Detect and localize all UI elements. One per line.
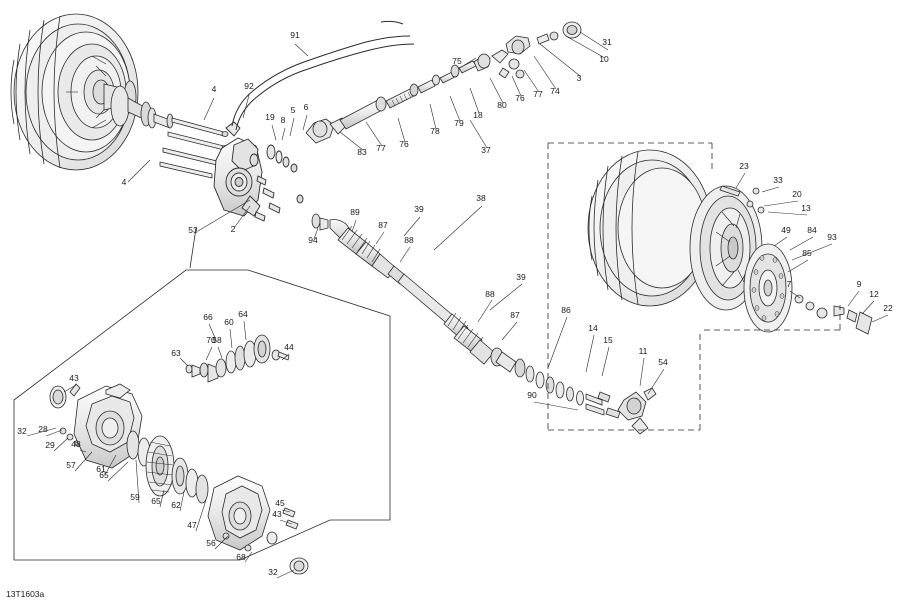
- callout-number: 65: [151, 496, 161, 506]
- callout-number: 45: [275, 498, 285, 508]
- callout-number: 90: [527, 390, 537, 400]
- detail-frames: [13, 142, 841, 561]
- callout-number: 13: [801, 203, 811, 213]
- callout-number: 14: [588, 323, 598, 333]
- callout-number: 32: [268, 567, 278, 577]
- callout-number: 43: [69, 373, 79, 383]
- callout-number: 20: [792, 189, 802, 199]
- callout-number: 3: [577, 73, 582, 83]
- callout-number: 31: [602, 37, 612, 47]
- callout-number: 76: [515, 93, 525, 103]
- propeller-shaft-assembly: [305, 21, 582, 144]
- callout-number: 33: [773, 175, 783, 185]
- callout-number: 79: [454, 118, 464, 128]
- callout-number: 56: [206, 538, 216, 548]
- callout-number: 29: [45, 440, 55, 450]
- callout-number: 93: [827, 232, 837, 242]
- callout-number: 92: [244, 81, 254, 91]
- callout-number: 77: [533, 89, 543, 99]
- drawing-code: 13T1603a: [6, 589, 45, 599]
- callout-number: 5: [291, 105, 296, 115]
- callout-number: 78: [430, 126, 440, 136]
- callout-number: 47: [187, 520, 197, 530]
- callout-number: 89: [350, 207, 360, 217]
- callout-number: 77: [376, 143, 386, 153]
- differential-detail-exploded: [49, 334, 309, 575]
- callout-number: 15: [603, 335, 613, 345]
- callout-number: 62: [171, 500, 181, 510]
- callout-number: 4: [212, 84, 217, 94]
- callout-number: 39: [414, 204, 424, 214]
- callout-number: 85: [802, 248, 812, 258]
- callout-number: 28: [38, 424, 48, 434]
- callout-number: 22: [883, 303, 893, 313]
- callout-number: 48: [71, 439, 81, 449]
- callout-number: 19: [265, 112, 275, 122]
- callout-number: 49: [781, 225, 791, 235]
- callout-number: 60: [224, 317, 234, 327]
- callout-number: 53: [188, 225, 198, 235]
- callout-number: 38: [476, 193, 486, 203]
- callout-number: 63: [171, 348, 181, 358]
- callout-number: 70: [206, 335, 216, 345]
- callout-number: 74: [550, 86, 560, 96]
- callout-number: 91: [290, 30, 300, 40]
- callout-number: 61: [96, 464, 106, 474]
- callout-number: 6: [304, 102, 309, 112]
- callout-number: 7: [787, 279, 792, 289]
- callout-number: 87: [378, 220, 388, 230]
- callout-number: 11: [639, 346, 648, 356]
- callout-number: 88: [404, 235, 414, 245]
- callout-number: 4: [122, 177, 127, 187]
- callout-leader-lines: [26, 31, 889, 579]
- callout-number: 12: [869, 289, 879, 299]
- callout-number: 88: [485, 289, 495, 299]
- callout-number: 68: [236, 552, 246, 562]
- callout-number: 10: [599, 54, 609, 64]
- front-differential-housing: [213, 121, 304, 222]
- callout-number: 32: [17, 426, 27, 436]
- callout-number: 18: [473, 110, 483, 120]
- callout-number: 59: [130, 492, 140, 502]
- callout-number: 84: [807, 225, 817, 235]
- callout-number: 23: [739, 161, 749, 171]
- callout-number: 94: [308, 235, 318, 245]
- callout-number: 87: [510, 310, 520, 320]
- callout-number: 58: [212, 335, 222, 345]
- callout-number: 66: [203, 312, 213, 322]
- callout-number: 39: [516, 272, 526, 282]
- callout-number: 65: [99, 470, 109, 480]
- cv-axle-upper: [311, 213, 657, 435]
- callout-number: 2: [231, 224, 236, 234]
- callout-number: 76: [399, 139, 409, 149]
- callout-number: 64: [238, 309, 248, 319]
- rear-wheel-rim: [689, 185, 873, 335]
- callout-number: 8: [281, 115, 286, 125]
- callout-number: 83: [357, 147, 367, 157]
- callout-number: 44: [284, 342, 294, 352]
- brake-hose-line: [231, 20, 415, 131]
- callout-number: 57: [66, 460, 76, 470]
- tie-rod-group: [159, 117, 229, 179]
- callout-number: 80: [497, 100, 507, 110]
- callout-number: 75: [452, 56, 462, 66]
- front-left-tire-assembly: [10, 13, 174, 171]
- rear-right-tire-assembly: [587, 149, 713, 307]
- callout-number: 43: [272, 509, 282, 519]
- callout-number: 9: [857, 279, 862, 289]
- callout-number: 54: [658, 357, 668, 367]
- callout-number: 86: [561, 305, 571, 315]
- callout-number: 37: [481, 145, 491, 155]
